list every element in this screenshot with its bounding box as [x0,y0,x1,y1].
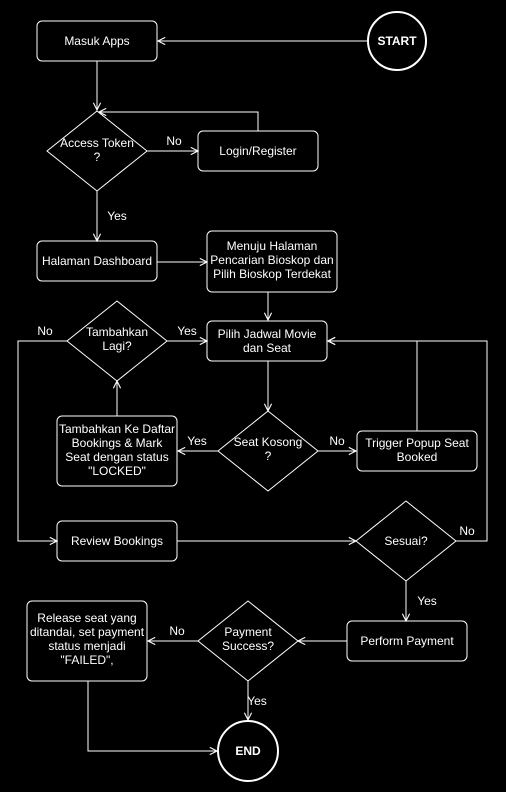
perform-payment-box [346,620,468,662]
release-seat-box [26,600,148,682]
tambahkan-daftar-label-line3: Seat dengan status [65,450,168,464]
edges [17,41,488,751]
end-label: END [235,744,261,758]
menuju-halaman-label-line1: Menuju Halaman [227,239,318,253]
start-node [367,11,427,71]
seat-kosong-no-label: No [329,434,345,448]
menuju-halaman-label-line3: Pilih Bioskop Terdekat [213,267,332,281]
review-bookings-label: Review Bookings [71,534,163,548]
pilih-jadwal-label-line1: Pilih Jadwal Movie [218,327,317,341]
sesuai-yes-label: Yes [417,594,437,608]
masuk-apps-label: Masuk Apps [64,34,129,48]
tambahkan-daftar-label-line4: "LOCKED" [88,464,146,478]
tambahkan-lagi-yes-label: Yes [177,324,197,338]
payment-no-label: No [169,624,185,638]
nodes [26,11,478,782]
payment-success-label-line2: Success? [222,639,274,653]
edge-sesuai-no-to-pilih [328,341,488,542]
payment-yes-label: Yes [247,694,267,708]
menuju-halaman-box [206,230,338,293]
edge-labels: No Yes No Yes Yes No No Yes No Yes [37,134,475,708]
sesuai-no-label: No [459,524,475,538]
start-label: START [377,34,417,48]
seat-kosong-label-line1: Seat Kosong [234,435,303,449]
access-token-label-line2: ? [94,150,101,164]
tambahkan-lagi-no-label: No [37,324,53,338]
sesuai-diamond [355,500,457,582]
login-register-label: Login/Register [219,144,296,158]
trigger-popup-box [356,430,478,472]
edge-trigger-to-pilih [328,341,418,431]
edge-lagi-no-to-review [17,340,67,541]
sesuai-label: Sesuai? [384,534,428,548]
review-bookings-box [56,520,178,562]
menuju-halaman-label-line2: Pencarian Bioskop dan [210,253,333,267]
tambahkan-lagi-label-line2: Lagi? [102,339,132,353]
seat-kosong-yes-label: Yes [187,434,207,448]
tambahkan-lagi-label-line1: Tambahkan [86,325,148,339]
trigger-popup-label-line2: Booked [397,450,438,464]
access-token-yes-label: Yes [107,209,127,223]
pilih-jadwal-box [206,320,328,362]
edge-login-to-access [99,112,259,131]
payment-success-label-line1: Payment [224,625,272,639]
access-token-no-label: No [166,134,182,148]
tambahkan-daftar-label-line1: Tambahkan Ke Daftar [59,422,175,436]
end-node [217,720,279,782]
halaman-dashboard-box [36,240,158,282]
pilih-jadwal-label-line2: dan Seat [243,341,292,355]
release-seat-label-line3: status menjadi [48,639,125,653]
release-seat-label-line2: ditandai, set payment [30,625,145,639]
login-register-box [197,130,319,172]
halaman-dashboard-label: Halaman Dashboard [42,254,152,268]
access-token-label-line1: Access Token [60,136,134,150]
release-seat-label-line1: Release seat yang [37,611,136,625]
tambahkan-daftar-box [56,415,178,487]
seat-kosong-diamond [217,410,319,492]
release-seat-label-line4: "FAILED", [60,653,113,667]
node-labels: START Masuk Apps Access Token ? Login/Re… [30,34,470,758]
seat-kosong-label-line2: ? [265,449,272,463]
tambahkan-lagi-diamond [66,300,168,382]
masuk-apps-box [36,20,158,62]
payment-success-diamond [197,600,299,682]
trigger-popup-label-line1: Trigger Popup Seat [365,436,469,450]
access-token-diamond [46,110,148,192]
tambahkan-daftar-label-line2: Bookings & Mark [72,436,164,450]
perform-payment-label: Perform Payment [360,634,454,648]
edge-release-to-end [87,681,217,751]
